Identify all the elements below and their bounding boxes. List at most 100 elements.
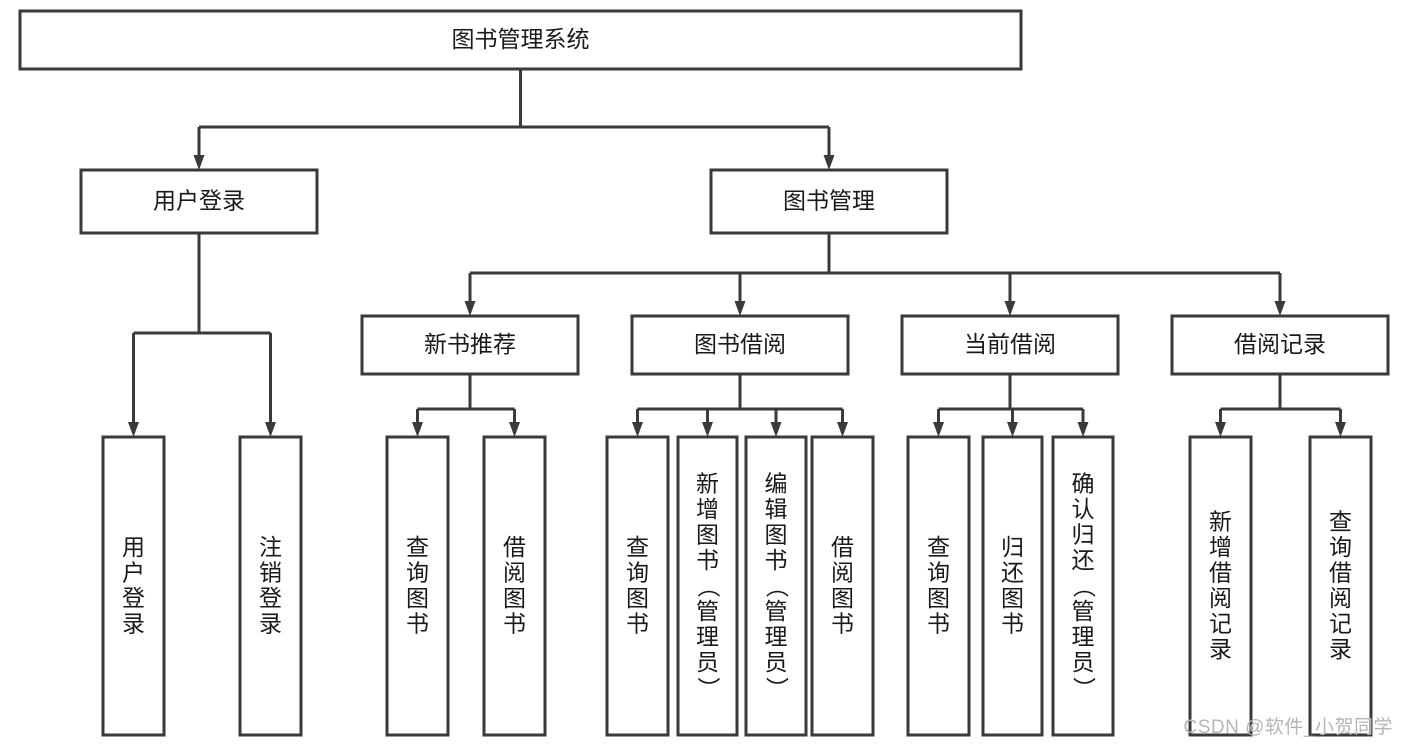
node-label-char: 归 bbox=[1001, 534, 1024, 560]
arrow-head-icon bbox=[1215, 422, 1226, 437]
node-box bbox=[1170, 314, 1390, 376]
node-label-char: 理 bbox=[765, 623, 788, 649]
node-label-char: 询 bbox=[626, 560, 649, 586]
node-new-book-rec[interactable]: 新书推荐 bbox=[360, 314, 580, 376]
node-box bbox=[1051, 435, 1115, 737]
node-label-char: 录 bbox=[259, 611, 282, 637]
node-label-char: 查 bbox=[406, 534, 429, 560]
node-label-char: 书 bbox=[503, 611, 526, 637]
node-label-char: 员 bbox=[696, 649, 719, 675]
node-label-char: 增 bbox=[696, 496, 719, 522]
node-leaf-user-login[interactable]: 用户登录 bbox=[101, 435, 166, 737]
node-box bbox=[900, 314, 1120, 376]
arrow-head-icon bbox=[702, 422, 713, 437]
node-label-char: （ bbox=[764, 575, 790, 598]
node-label: 图书管理系统 bbox=[452, 26, 590, 52]
node-label-char: 借 bbox=[1329, 560, 1352, 586]
node-label-char: 书 bbox=[927, 611, 950, 637]
node-box bbox=[630, 314, 850, 376]
node-label-char: 辑 bbox=[765, 496, 788, 522]
node-label-char: 图 bbox=[503, 585, 526, 611]
node-label: 当前借阅 bbox=[964, 331, 1056, 357]
node-label-char: 阅 bbox=[503, 560, 526, 586]
node-label-char: 编 bbox=[765, 470, 788, 496]
node-label-char: 查 bbox=[927, 534, 950, 560]
node-label-char: 书 bbox=[406, 611, 429, 637]
node-label-char: 用 bbox=[122, 534, 145, 560]
node-label-char: 询 bbox=[927, 560, 950, 586]
node-box bbox=[1308, 435, 1373, 737]
node-box bbox=[482, 435, 547, 737]
watermark-text: CSDN @软件_小贺同学 bbox=[1183, 717, 1393, 738]
arrow-head-icon bbox=[193, 155, 205, 170]
node-label-char: 录 bbox=[1329, 636, 1352, 662]
node-box bbox=[676, 435, 739, 737]
node-label-char: 书 bbox=[765, 547, 788, 573]
node-book-manage[interactable]: 图书管理 bbox=[709, 168, 949, 235]
node-box bbox=[101, 435, 166, 737]
node-box bbox=[810, 435, 875, 737]
arrow-head-icon bbox=[1335, 422, 1346, 437]
node-label-char: 录 bbox=[1209, 636, 1232, 662]
node-label-char: ） bbox=[1071, 677, 1097, 700]
arrow-head-icon bbox=[1007, 422, 1018, 437]
node-label-char: 新 bbox=[696, 470, 719, 496]
node-label-char: 书 bbox=[831, 611, 854, 637]
node-label-char: 管 bbox=[696, 598, 719, 624]
node-label: 用户登录 bbox=[153, 188, 245, 214]
node-label-char: 阅 bbox=[1209, 585, 1232, 611]
node-label-char: 图 bbox=[406, 585, 429, 611]
node-root[interactable]: 图书管理系统 bbox=[18, 9, 1023, 71]
node-label-char: 录 bbox=[122, 611, 145, 637]
node-label-char: 借 bbox=[1209, 560, 1232, 586]
arrow-head-icon bbox=[128, 422, 139, 437]
node-label-char: 询 bbox=[406, 560, 429, 586]
node-label-char: 图 bbox=[765, 521, 788, 547]
node-label-char: 登 bbox=[122, 585, 145, 611]
node-book-borrow[interactable]: 图书借阅 bbox=[630, 314, 850, 376]
arrow-head-icon bbox=[464, 301, 476, 316]
node-label-char: （ bbox=[696, 575, 722, 598]
node-label-char: 认 bbox=[1072, 496, 1095, 522]
node-label: 图书管理 bbox=[783, 188, 875, 214]
node-current-borrow[interactable]: 当前借阅 bbox=[900, 314, 1120, 376]
node-box bbox=[360, 314, 580, 376]
arrow-head-icon bbox=[823, 155, 835, 170]
node-label-char: 书 bbox=[1001, 611, 1024, 637]
arrow-head-icon bbox=[770, 422, 782, 437]
node-box bbox=[238, 435, 303, 737]
node-box bbox=[605, 435, 670, 737]
node-label-char: 借 bbox=[831, 534, 854, 560]
node-label-char: 阅 bbox=[831, 560, 854, 586]
node-label-char: 还 bbox=[1001, 560, 1024, 586]
node-label-char: 还 bbox=[1072, 547, 1095, 573]
node-label-char: 记 bbox=[1329, 611, 1352, 637]
node-label-char: 户 bbox=[122, 560, 145, 586]
node-label-char: ） bbox=[764, 677, 790, 700]
node-label-char: 销 bbox=[259, 560, 282, 586]
node-user-login[interactable]: 用户登录 bbox=[79, 168, 319, 235]
node-label-char: 图 bbox=[831, 585, 854, 611]
arrow-head-icon bbox=[632, 422, 643, 437]
node-label-char: ） bbox=[696, 677, 722, 700]
node-label-char: 书 bbox=[626, 611, 649, 637]
node-borrow-record[interactable]: 借阅记录 bbox=[1170, 314, 1390, 376]
node-label-char: 增 bbox=[1209, 534, 1232, 560]
arrow-head-icon bbox=[734, 301, 746, 316]
edge-layer bbox=[128, 69, 1346, 437]
arrow-head-icon bbox=[1274, 301, 1286, 316]
